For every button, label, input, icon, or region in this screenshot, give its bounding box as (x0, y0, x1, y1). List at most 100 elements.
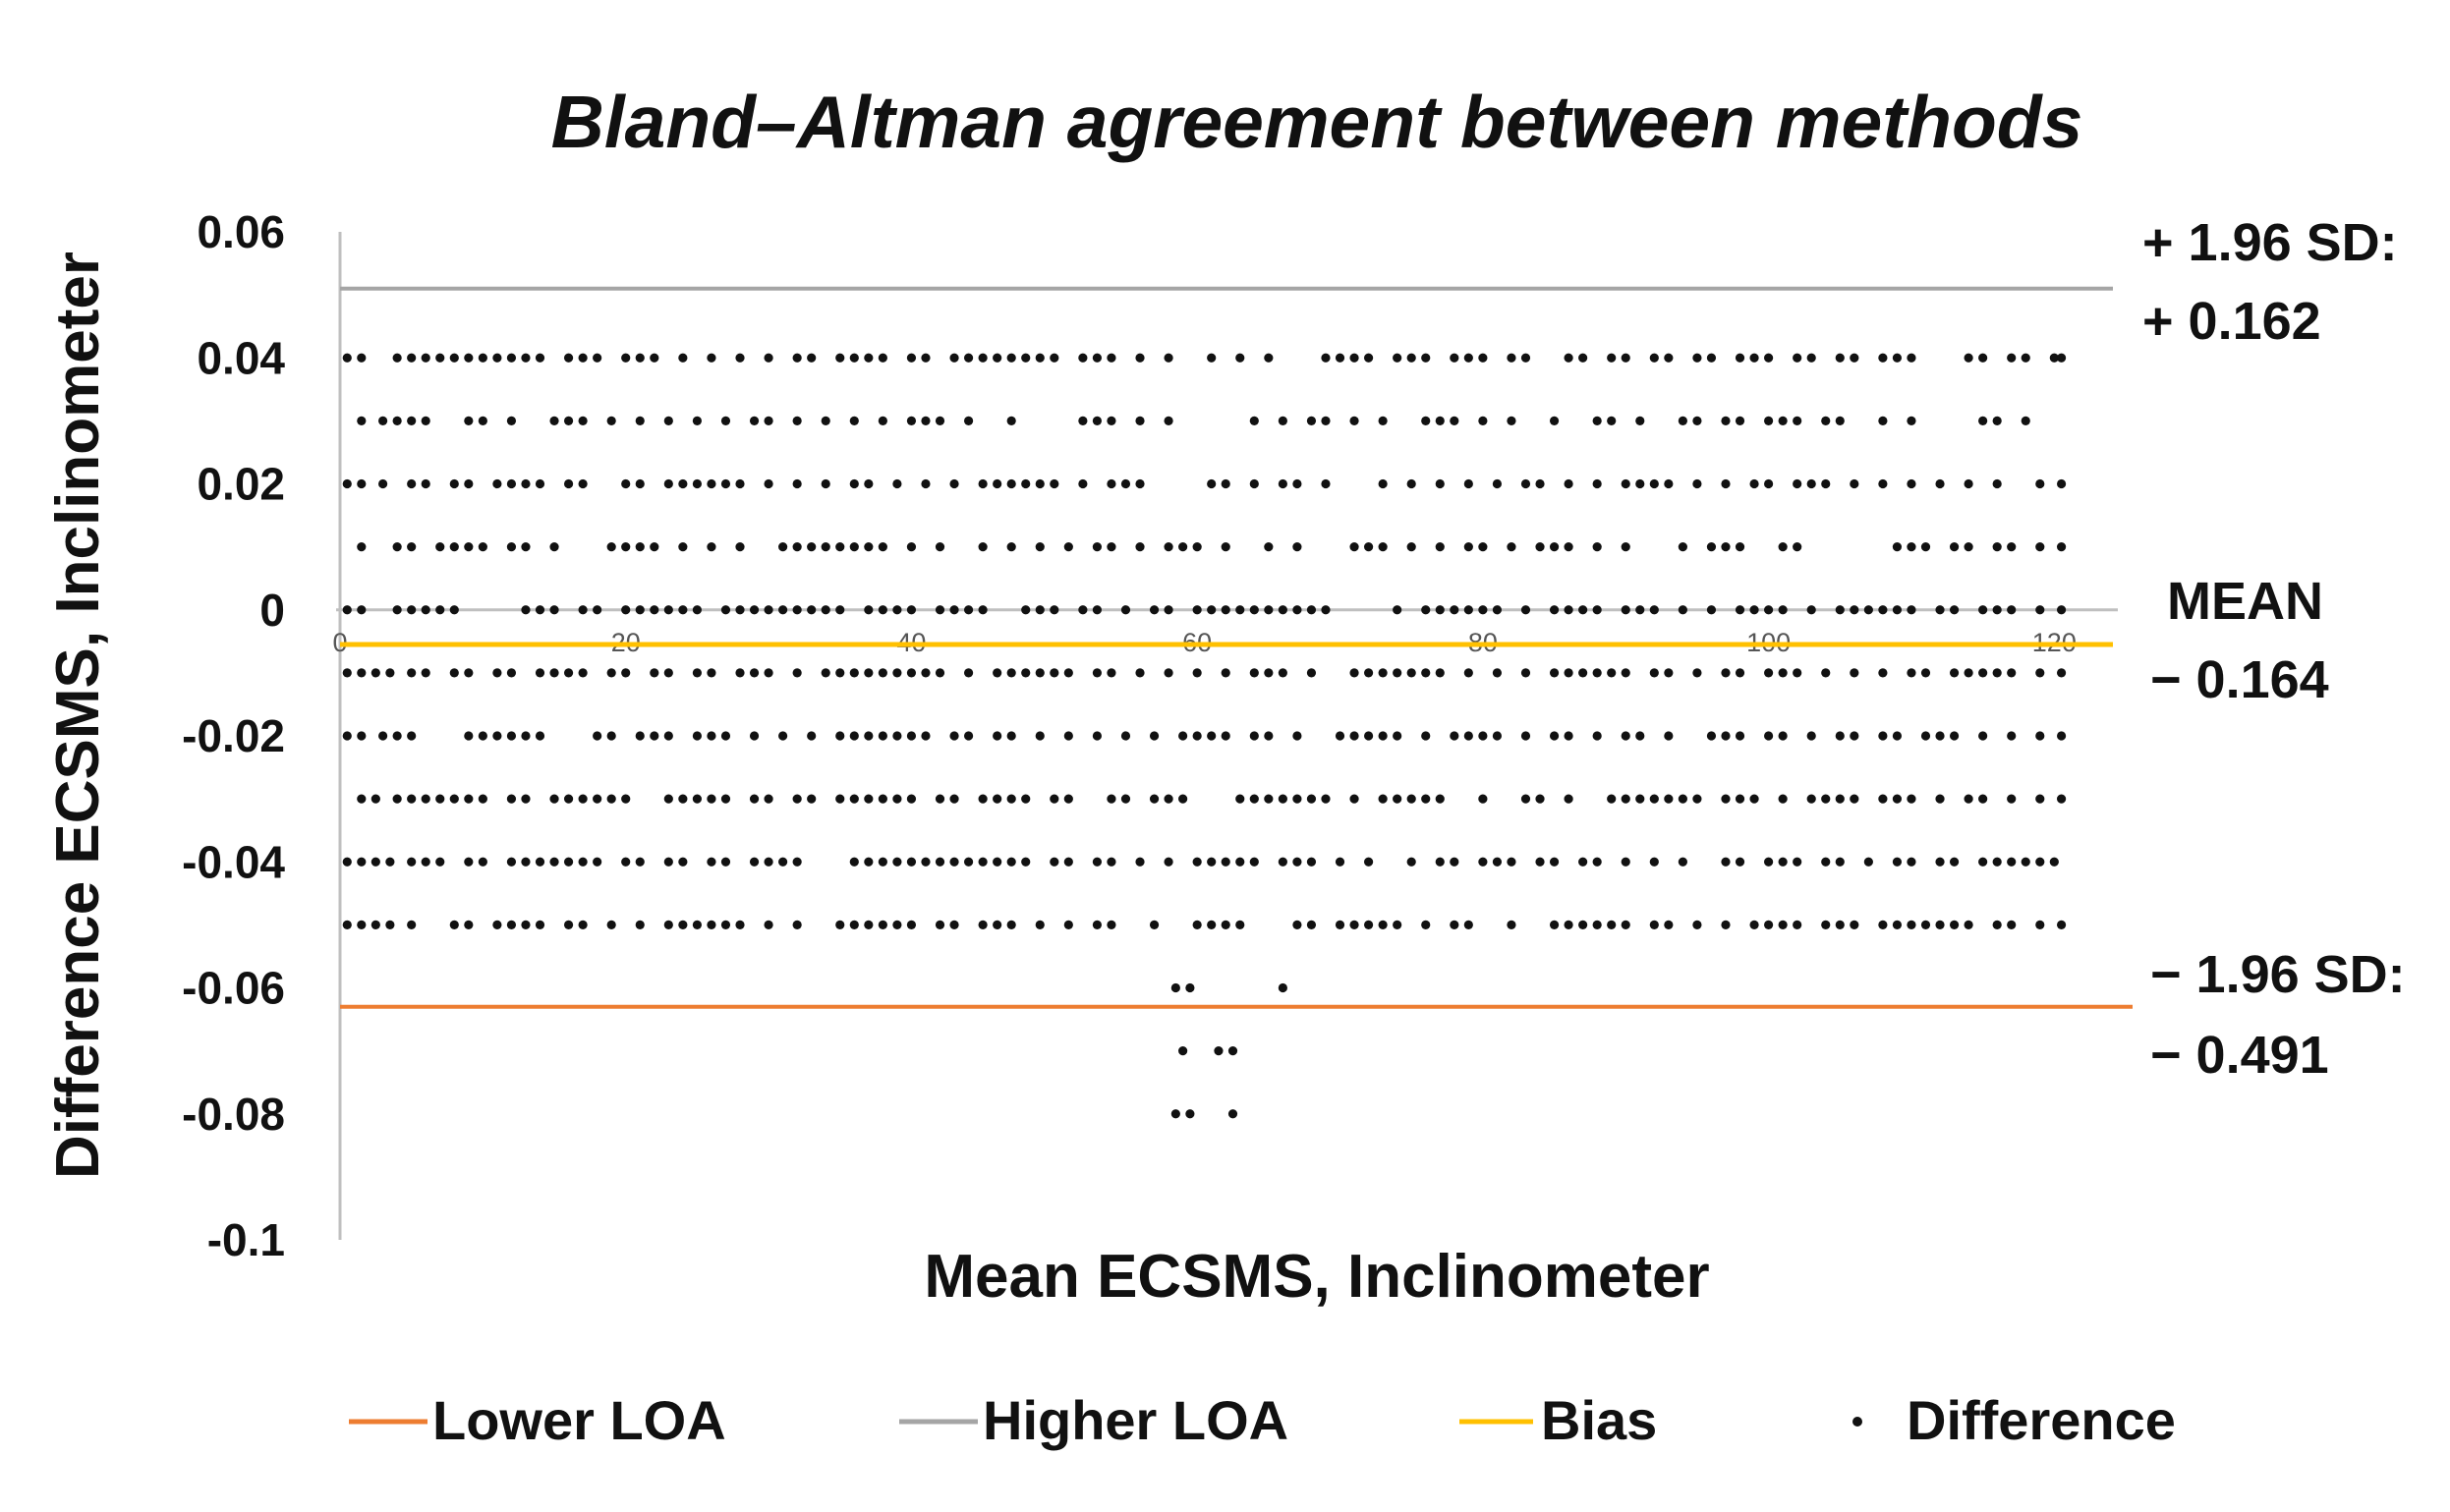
difference-point (1092, 353, 1103, 363)
difference-point (2035, 920, 2045, 929)
difference-point (906, 794, 917, 804)
difference-point (1692, 794, 1702, 804)
difference-point (1507, 920, 1516, 929)
difference-point (778, 731, 788, 741)
difference-point (1678, 857, 1687, 867)
difference-point (1764, 731, 1774, 741)
difference-point (2035, 478, 2045, 489)
difference-point (778, 857, 788, 867)
difference-point (1006, 353, 1016, 363)
difference-point (606, 668, 616, 678)
difference-point (1006, 794, 1016, 804)
difference-point (921, 353, 931, 363)
difference-point (678, 794, 688, 804)
difference-point (506, 478, 517, 489)
difference-point (864, 857, 874, 867)
difference-point (807, 542, 817, 552)
difference-point (807, 353, 817, 363)
difference-point (1393, 731, 1402, 741)
difference-point (1227, 1109, 1238, 1119)
difference-point (1078, 353, 1088, 363)
difference-point (1450, 605, 1459, 615)
difference-point (1821, 794, 1831, 804)
difference-point (892, 794, 902, 804)
difference-point (935, 605, 945, 615)
difference-point (807, 731, 817, 741)
difference-point (1363, 920, 1374, 929)
difference-point (1164, 857, 1173, 867)
difference-point (506, 794, 517, 804)
difference-point (1749, 920, 1759, 929)
difference-point (963, 857, 974, 867)
difference-point (635, 605, 645, 615)
difference-point (1249, 605, 1259, 615)
difference-point (464, 478, 474, 489)
difference-point (1178, 1046, 1188, 1056)
difference-point (1185, 1109, 1195, 1119)
difference-point (2007, 605, 2017, 615)
difference-point (993, 857, 1002, 867)
difference-point (1321, 353, 1331, 363)
difference-point (1664, 668, 1674, 678)
difference-point (606, 542, 616, 552)
difference-point (1393, 353, 1402, 363)
difference-point (464, 416, 474, 425)
difference-point (357, 478, 367, 489)
difference-point (678, 857, 688, 867)
difference-point (1435, 605, 1445, 615)
difference-point (978, 857, 988, 867)
difference-point (549, 542, 559, 552)
difference-point (1892, 920, 1903, 929)
difference-point (357, 353, 367, 363)
difference-point (621, 542, 631, 552)
legend-difference-label: Difference (1907, 1389, 2176, 1451)
difference-point (1478, 542, 1488, 552)
difference-point (921, 478, 931, 489)
difference-point (1907, 857, 1916, 867)
difference-point (1949, 542, 1960, 552)
difference-point (2007, 353, 2017, 363)
difference-point (1578, 353, 1588, 363)
difference-point (1821, 920, 1831, 929)
difference-point (720, 731, 731, 741)
difference-point (1592, 416, 1602, 425)
difference-point (2056, 605, 2067, 615)
difference-point (1221, 478, 1230, 489)
difference-point (1406, 353, 1416, 363)
difference-point (593, 353, 602, 363)
difference-point (1306, 857, 1317, 867)
difference-point (1721, 416, 1731, 425)
difference-point (1092, 416, 1103, 425)
difference-point (864, 605, 874, 615)
difference-point (978, 605, 988, 615)
difference-point (1592, 857, 1602, 867)
difference-point (1135, 668, 1145, 678)
difference-point (1564, 794, 1573, 804)
difference-point (1164, 605, 1173, 615)
difference-point (549, 668, 559, 678)
difference-point (1421, 794, 1431, 804)
difference-point (1107, 353, 1116, 363)
difference-point (2035, 794, 2045, 804)
mean-annotation-line1: MEAN (2167, 572, 2323, 631)
difference-point (692, 416, 703, 425)
difference-point (1192, 920, 1202, 929)
difference-point (578, 794, 588, 804)
difference-point (449, 668, 459, 678)
difference-point (407, 668, 417, 678)
difference-point (2056, 478, 2067, 489)
difference-point (1635, 605, 1645, 615)
difference-point (1764, 920, 1774, 929)
difference-point (1764, 668, 1774, 678)
difference-point (521, 731, 531, 741)
difference-point (650, 668, 659, 678)
difference-point (1607, 416, 1617, 425)
difference-point (1264, 668, 1274, 678)
difference-point (1664, 731, 1674, 741)
difference-point (1164, 416, 1173, 425)
difference-point (621, 857, 631, 867)
difference-point (392, 542, 402, 552)
difference-point (1092, 857, 1103, 867)
difference-point (563, 353, 574, 363)
legend-higher-loa-label: Higher LOA (983, 1389, 1288, 1451)
